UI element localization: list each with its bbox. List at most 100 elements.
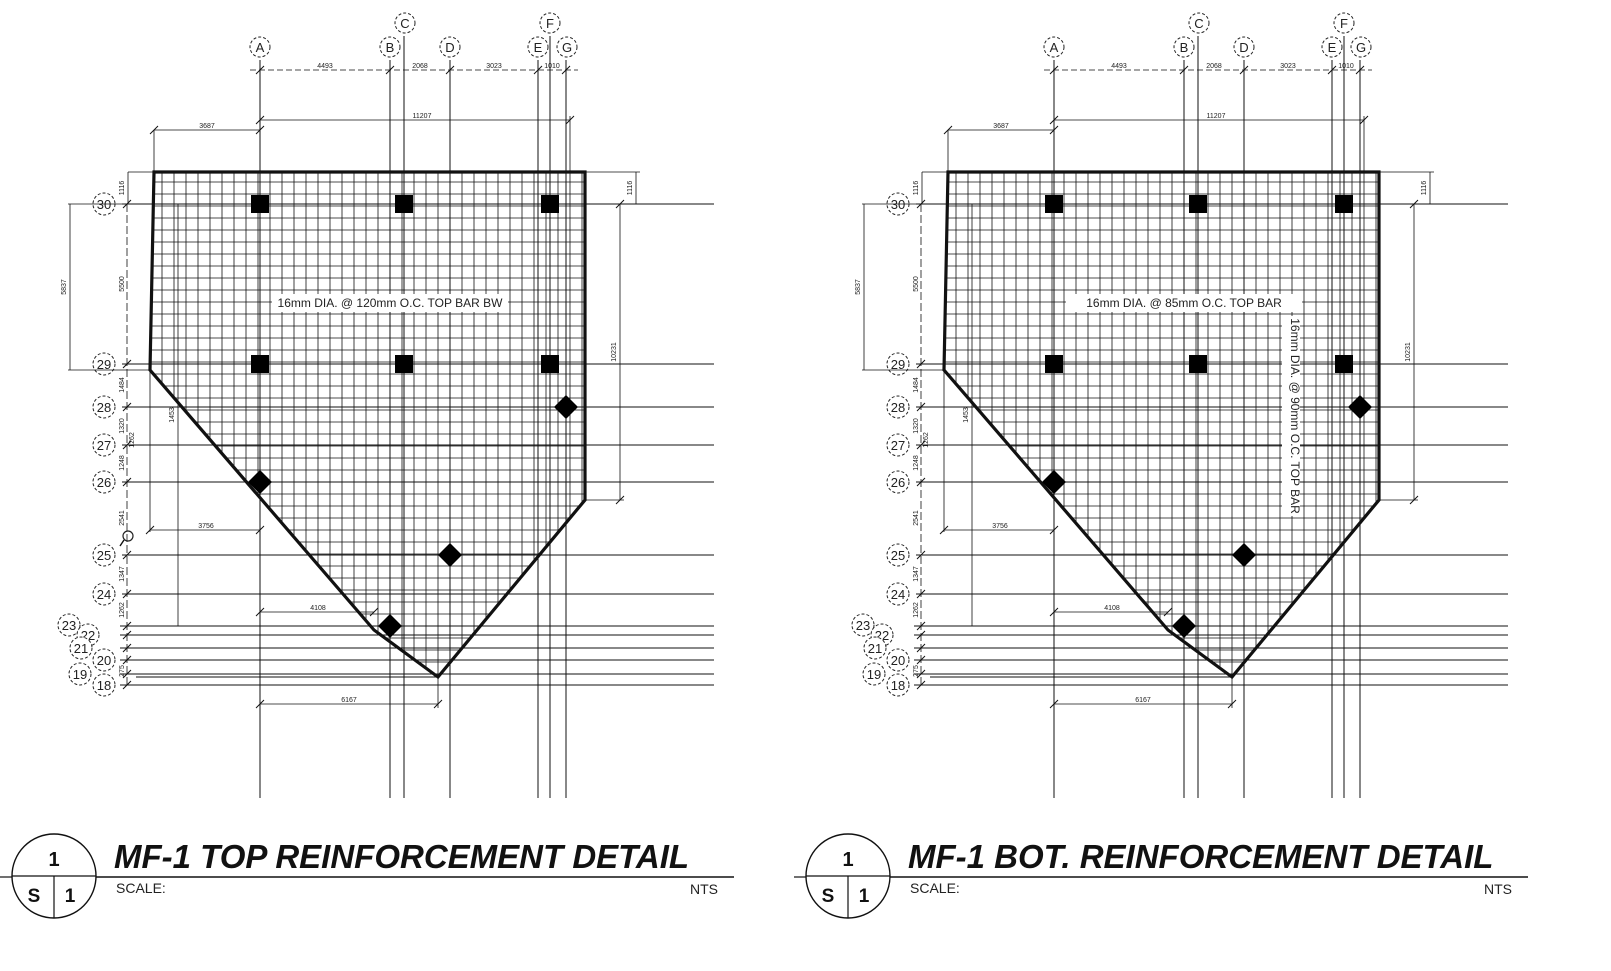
dim-slab-depth: 10231 [1405,342,1412,362]
grid-label-20: 20 [891,653,905,668]
detail-ref: 1 [859,886,870,907]
dim-tick [916,199,926,209]
grid-bubble-26 [92,470,116,494]
dim-left-overhang: 3687 [993,123,1009,130]
dim-tick [122,477,132,487]
column-square [395,195,413,213]
dim-tick [122,655,132,665]
dim-tick [916,477,926,487]
dim-offset: 1116 [1421,181,1428,196]
dim-6167: 6167 [341,697,357,704]
dim-tick [255,699,265,709]
grid-bubble-27 [92,433,116,457]
slab-outline [942,170,1381,680]
dim-left-overhang: 3687 [199,123,215,130]
dim-tick [122,199,132,209]
dim-col-spacing: 2068 [1206,63,1222,70]
grid-bubble-29 [92,352,116,376]
dim-row-spacing: 1262 [913,602,920,618]
grid-bubble-G [1350,36,1372,58]
dim-outer: 5837 [61,279,68,295]
dim-tick [122,630,132,640]
structural-grid [914,36,1508,798]
dim-tick [943,125,953,135]
dim-tick [122,402,132,412]
dim-row-spacing: 1320 [913,418,920,434]
detail-number: 1 [842,849,853,871]
detail-sheet: S [822,886,835,907]
dim-tick [145,525,155,535]
grid-bubble-28 [886,395,910,419]
dim-tick [255,607,265,617]
dim-row-spacing: 1347 [913,566,920,582]
dim-row-spacing: 1484 [119,377,126,393]
dim-tick [1049,65,1059,75]
dim-tick [916,402,926,412]
scale-value: NTS [1484,881,1512,897]
grid-label-F: F [1340,16,1348,31]
grid-bubble-27 [886,433,910,457]
grid-label-19: 19 [867,667,881,682]
dim-tick [916,359,926,369]
column-diamond [554,395,578,419]
dim-col-spacing: 3023 [1280,63,1296,70]
dim-col-spacing: 3023 [486,63,502,70]
dim-col-spacing: 2068 [412,63,428,70]
drawing-title: MF-1 BOT. REINFORCEMENT DETAIL [908,838,1493,875]
dim-row-spacing: 5500 [913,276,920,292]
dim-outer: 5837 [855,279,862,295]
dim-tick [445,65,455,75]
bar-callout-2: 16mm DIA. @ 90mm O.C. TOP BAR [1288,318,1302,514]
dim-tick [255,65,265,75]
grid-bubble-20 [92,648,116,672]
grid-bubble-21 [863,636,887,660]
dim-tick [1409,199,1419,209]
callout-bg [1066,294,1302,312]
grid-label-23: 23 [62,618,76,633]
grid-label-D: D [1239,40,1248,55]
grid-label-E: E [534,40,543,55]
dim-tick [916,655,926,665]
grid-label-A: A [256,40,265,55]
dim-tick [369,607,379,617]
dim-row-spacing: 2541 [913,510,920,526]
grid-label-19: 19 [73,667,87,682]
dim-tick [255,125,265,135]
dim-tick [1355,65,1365,75]
grid-label-30: 30 [97,197,111,212]
grid-bubble-21 [69,636,93,660]
grid-label-A: A [1050,40,1059,55]
column-diamond [1042,470,1066,494]
columns [1042,195,1372,638]
dim-row-spacing: 2541 [119,510,126,526]
dim-overall-width: 11207 [1207,113,1226,120]
dim-tick [1049,699,1059,709]
dim-tick [255,525,265,535]
dim-tick [122,359,132,369]
dim-tick [149,125,159,135]
grid-bubble-D [439,36,461,58]
grid-bubble-18 [886,673,910,697]
column-square [541,195,559,213]
dim-tick [1049,125,1059,135]
grid-bubble-G [556,36,578,58]
grid-bubble-24 [886,582,910,606]
grid-label-26: 26 [891,475,905,490]
grid-label-21: 21 [868,641,882,656]
dim-tick [1227,699,1237,709]
dim-tick [433,699,443,709]
column-diamond [438,543,462,567]
dim-inner: 1262 [923,432,930,448]
dim-tick [122,621,132,631]
column-diamond [1172,614,1196,638]
grid-bubble-23 [851,613,875,637]
column-square [251,355,269,373]
dim-tick [1049,115,1059,125]
dim-inner: 1262 [129,432,136,448]
grid-bubble-E [1321,36,1343,58]
grid-bubble-20 [886,648,910,672]
